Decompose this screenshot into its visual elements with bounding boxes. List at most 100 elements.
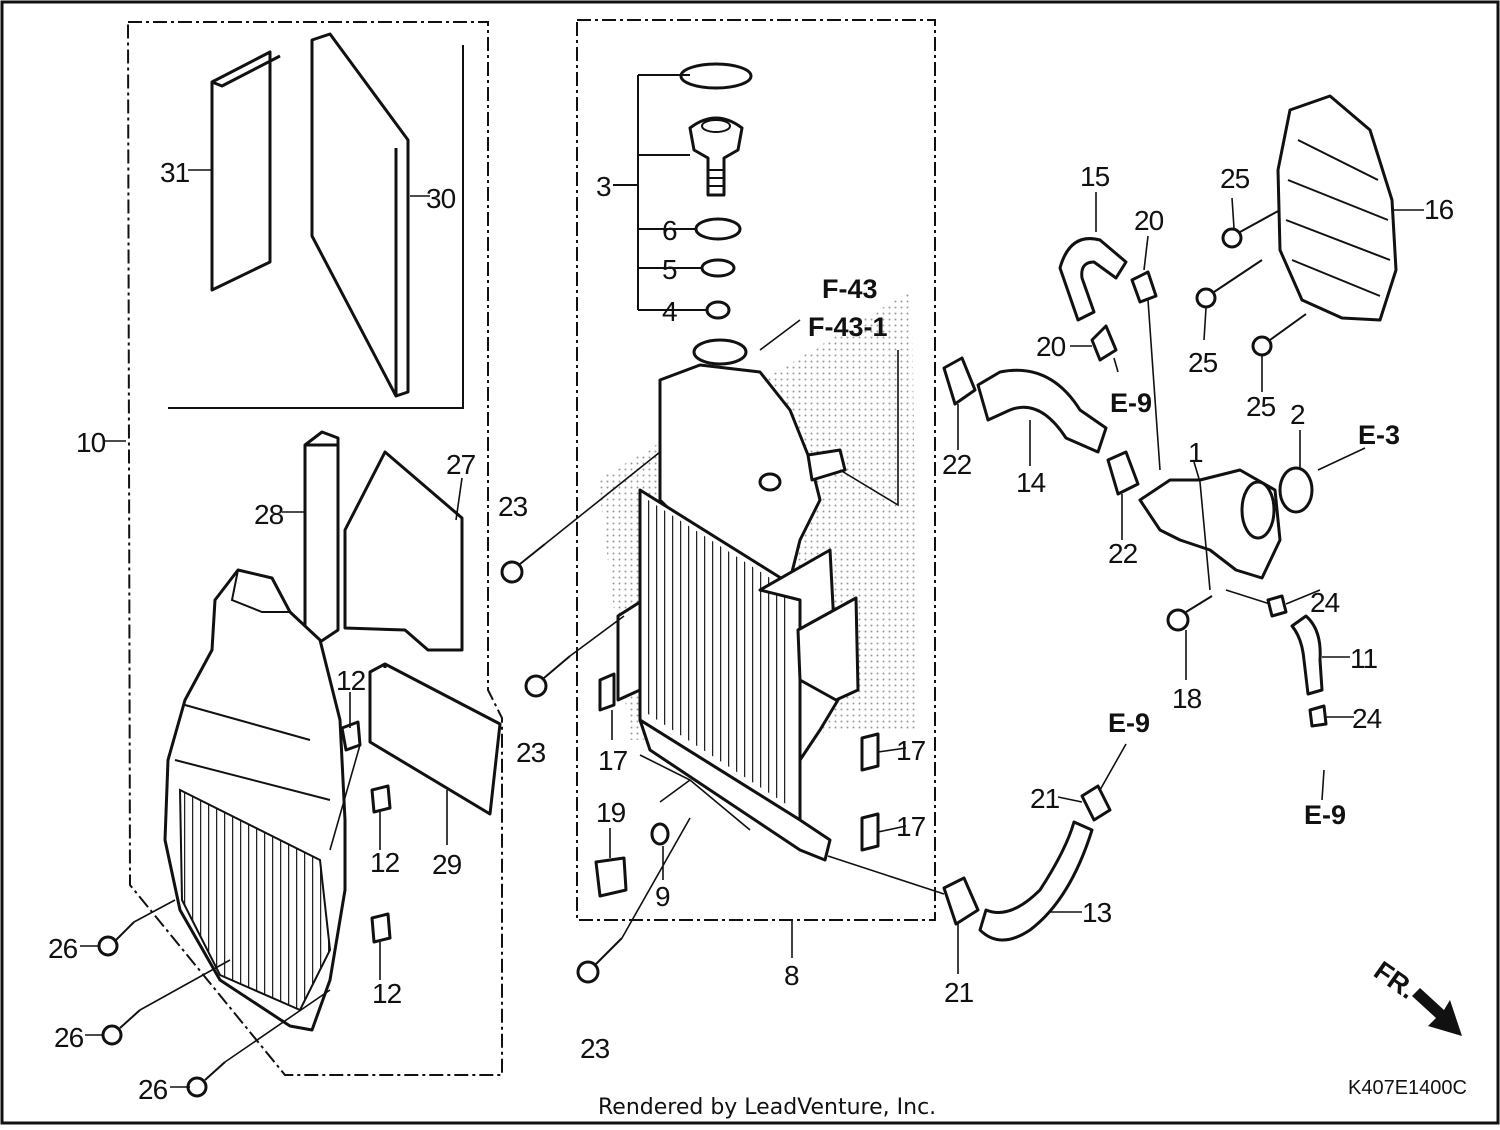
label-part-26-c: 26: [138, 1074, 168, 1105]
part-3-radiator-cap: [688, 116, 744, 197]
label-part-4: 4: [662, 296, 677, 327]
cap-thread: [708, 169, 724, 187]
part-23-bolt-c: [576, 937, 623, 984]
label-part-8: 8: [784, 960, 799, 991]
label-part-21-a: 21: [1030, 783, 1060, 814]
part-12-grommet-b: [370, 784, 392, 814]
radiator-right-bracket: [796, 596, 860, 702]
label-part-30: 30: [426, 183, 456, 214]
label-part-12-b: 12: [370, 847, 400, 878]
label-part-17-a: 17: [598, 745, 628, 776]
label-part-1: 1: [1188, 437, 1203, 468]
part-25-bolt-b: [1195, 259, 1263, 309]
air-cleaner-leaders: [80, 169, 463, 1088]
label-part-23-b: 23: [516, 737, 546, 768]
part-29-foam-block: [368, 662, 502, 816]
radiator-fins: [648, 500, 792, 808]
air-cleaner-group-outline: [127, 21, 503, 1076]
label-part-12-a: 12: [336, 665, 366, 696]
label-part-21-b: 21: [944, 977, 974, 1008]
pump-leaders: [827, 192, 1424, 974]
label-part-2: 2: [1290, 399, 1305, 430]
credit-line: Rendered by LeadVenture, Inc.: [598, 1095, 936, 1120]
ref-e-9-middle: E-9: [1108, 708, 1150, 738]
label-part-25-b: 25: [1188, 347, 1218, 378]
air-cleaner-inlet: [230, 569, 290, 613]
part-18-bolt: [1166, 595, 1213, 632]
label-part-5: 5: [662, 254, 677, 285]
part-12-grommet-a: [340, 720, 362, 752]
label-part-25-a: 25: [1220, 163, 1250, 194]
label-part-28: 28: [254, 499, 284, 530]
part-25-bolt-a: [1221, 209, 1281, 249]
part-21-clamp-a: [1080, 784, 1112, 822]
front-marker-label: FR.: [1369, 955, 1422, 1005]
part-24-clamp-a: [1266, 594, 1288, 618]
label-part-20-b: 20: [1036, 331, 1066, 362]
part-25-bolt-c: [1251, 313, 1307, 357]
fan-blades: [1285, 139, 1391, 297]
part-21-clamp-b: [942, 876, 980, 926]
part-27-filter-plate: [343, 450, 464, 652]
label-part-15: 15: [1080, 161, 1110, 192]
ref-f-43-1: F-43-1: [808, 312, 888, 342]
label-part-12-c: 12: [372, 978, 402, 1009]
radiator-neck-port: [758, 472, 782, 492]
label-part-29: 29: [432, 849, 462, 880]
label-part-27: 27: [446, 449, 476, 480]
part-26-screw-a: [97, 921, 135, 957]
label-part-23-c: 23: [580, 1033, 610, 1064]
label-part-10: 10: [76, 427, 106, 458]
front-direction-marker: FR.: [1369, 955, 1462, 1036]
label-part-26-b: 26: [54, 1022, 84, 1053]
part-20-clamp-a: [1130, 270, 1158, 304]
label-part-26-a: 26: [48, 933, 78, 964]
radiator-lower-tank: [638, 718, 832, 862]
front-arrow-icon: [1412, 988, 1462, 1036]
label-part-16: 16: [1424, 194, 1454, 225]
reference-labels: F-43 F-43-1 E-9 E-9 E-9 E-3: [808, 274, 1400, 830]
hoses-and-pump-group: [827, 94, 1424, 974]
part-28-filter: [303, 430, 340, 644]
part-17-clip-c: [860, 812, 880, 852]
ref-e-3: E-3: [1358, 420, 1400, 450]
part-20-clamp-b: [1090, 324, 1118, 362]
part-26-screw-c: [186, 1061, 226, 1098]
part-4-washer: [705, 300, 731, 320]
radiator-side-tank: [758, 548, 840, 762]
cap-top-ring: [701, 119, 731, 133]
part-6-seal: [694, 217, 742, 241]
label-part-11: 11: [1350, 643, 1377, 674]
cap-bracket-leaders: [613, 74, 707, 311]
label-part-24-b: 24: [1352, 703, 1382, 734]
label-part-6: 6: [662, 215, 677, 246]
filler-neck-ring: [692, 338, 748, 366]
part-number-labels: 1 2 3 4 5 6 8 9 10 11 12 12 12 13 14 15 …: [48, 157, 1455, 1105]
label-part-25-c: 25: [1246, 391, 1276, 422]
ref-f-43: F-43: [822, 274, 878, 304]
radiator-upper-outlet: [806, 448, 847, 482]
element-sub-box: [168, 45, 464, 409]
part-2-o-ring: [1278, 466, 1314, 514]
label-part-9: 9: [655, 881, 670, 912]
label-part-18: 18: [1172, 683, 1202, 714]
label-part-24-a: 24: [1310, 587, 1340, 618]
radiator-left-bracket: [616, 600, 642, 702]
part-22-clamp-a: [942, 356, 977, 406]
part-14-hose: [976, 368, 1108, 454]
part-15-hose: [1058, 237, 1128, 322]
part-23-bolt-b: [524, 655, 571, 698]
ref-e-9-top: E-9: [1110, 388, 1152, 418]
part-11-hose: [1290, 614, 1324, 696]
part-5-spring: [700, 258, 736, 278]
part-30-element: [310, 32, 410, 398]
part-17-clip-a: [598, 672, 616, 712]
label-part-23-a: 23: [498, 491, 528, 522]
radiator-group-outline: [576, 19, 936, 921]
label-part-22-a: 22: [942, 449, 972, 480]
part-23-bolt-a: [500, 543, 546, 584]
label-part-14: 14: [1016, 467, 1046, 498]
radiator-group: [500, 19, 936, 984]
